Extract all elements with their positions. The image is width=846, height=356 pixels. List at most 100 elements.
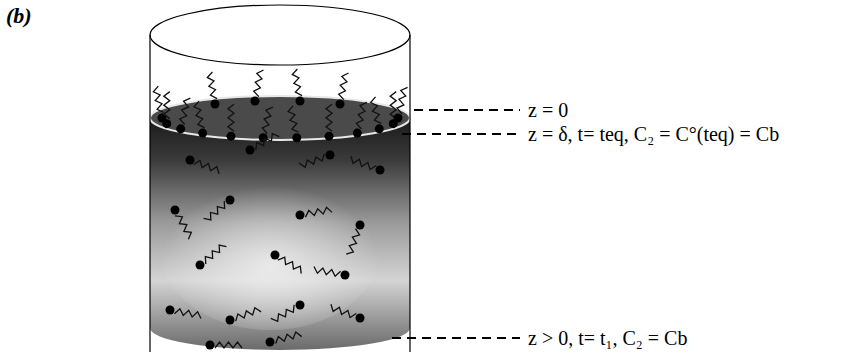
molecule-head [376,166,385,175]
molecule-tail [180,98,191,124]
molecule-head [226,316,235,325]
surfactant-molecule [351,156,385,174]
molecule-tail [356,102,367,128]
surfactant-molecule [186,156,220,174]
surfactant-molecule [196,245,227,269]
liquid-surface [150,96,410,140]
molecule-tail [194,160,219,173]
surfactant-molecule [251,70,264,105]
liquid-highlight [160,170,380,330]
molecule-head [211,100,220,109]
surfactant-molecule [226,104,235,140]
molecule-tail [194,101,205,127]
surfactant-molecule [194,101,207,137]
molecule-head [292,133,301,142]
surfactant-molecule [346,221,364,255]
molecule-head [246,146,255,155]
molecule-head [296,211,305,220]
level-label: z = 0 [528,99,568,121]
molecule-tail [314,266,341,276]
molecule-head [166,306,175,315]
molecule-tail [236,308,261,321]
molecule-head [336,100,345,109]
surfactant-molecule [288,106,301,142]
molecule-tail [205,245,226,264]
molecule-head [356,221,365,230]
molecule-head [251,97,260,106]
level-label: z = δ, t= teq, C₂ = C°(teq) = Cb [528,123,779,145]
surfactant-molecule [207,72,219,109]
molecule-tail [371,97,382,123]
surfactant-molecule [331,304,365,322]
molecule-tail [278,257,301,273]
molecule-tail [215,342,242,348]
molecule-head [266,338,275,347]
molecule-tail [254,70,264,97]
surfactant-molecule [325,104,334,140]
level-line [402,133,520,135]
surfactant-molecule [271,251,302,274]
molecule-tail [207,72,217,99]
molecule-head [325,132,334,141]
molecule-tail [204,201,225,220]
molecule-head [186,156,195,165]
molecule-head [198,129,207,138]
molecule-head [226,132,235,141]
molecule-head [271,251,280,260]
surfactant-molecule [271,301,305,322]
surfactant-molecule [299,151,335,168]
molecule-head [296,97,305,106]
molecule-head [176,124,185,133]
level-label: z > 0, t= t₁, C₂ = Cb [528,327,687,349]
molecule-tail [256,134,279,150]
level-line [392,337,520,339]
surfactant-molecule [314,266,349,279]
molecule-tail [339,73,349,100]
surfactant-molecule [246,134,280,155]
molecule-head [206,341,215,350]
surfactant-molecule [296,207,333,219]
molecule-tail [292,69,302,96]
surfactant-molecule [176,98,190,133]
molecule-tail [351,156,376,169]
surfactant-molecule [166,306,201,319]
molecule-tail [326,104,332,131]
molecule-tail [331,304,356,317]
molecule-tail [153,86,164,112]
surfactant-molecule [171,206,192,240]
surfactant-molecules [153,69,407,350]
beaker-rim [150,5,410,65]
molecule-head [226,196,235,205]
molecule-head [353,129,362,138]
molecule-tail [228,104,234,131]
molecule-tail [397,87,408,113]
surfactant-molecule [204,196,235,220]
surfactant-molecule [226,308,262,325]
molecule-head [356,314,365,323]
molecule-tail [299,154,324,167]
molecule-head [171,206,180,215]
surfactant-molecule [394,87,408,122]
molecule-head [326,151,335,160]
molecule-tail [276,332,302,344]
surfactant-molecule [353,102,367,137]
molecule-head [296,301,305,310]
surfactant-molecule [292,69,304,106]
liquid-body [150,118,410,350]
beaker-wall [149,35,150,352]
molecule-tail [305,207,332,217]
surfactant-molecule [336,73,349,108]
molecule-tail [288,106,299,132]
molecule-head [394,114,403,123]
molecule-head [375,124,384,133]
molecule-head [162,119,171,128]
beaker-wall [409,35,410,352]
molecule-tail [175,216,191,239]
molecule-tail [346,229,359,254]
molecule-tail [271,305,294,321]
surfactant-molecule [162,92,171,128]
surfactant-molecule [371,97,384,133]
panel-tag: (b) [6,4,32,28]
